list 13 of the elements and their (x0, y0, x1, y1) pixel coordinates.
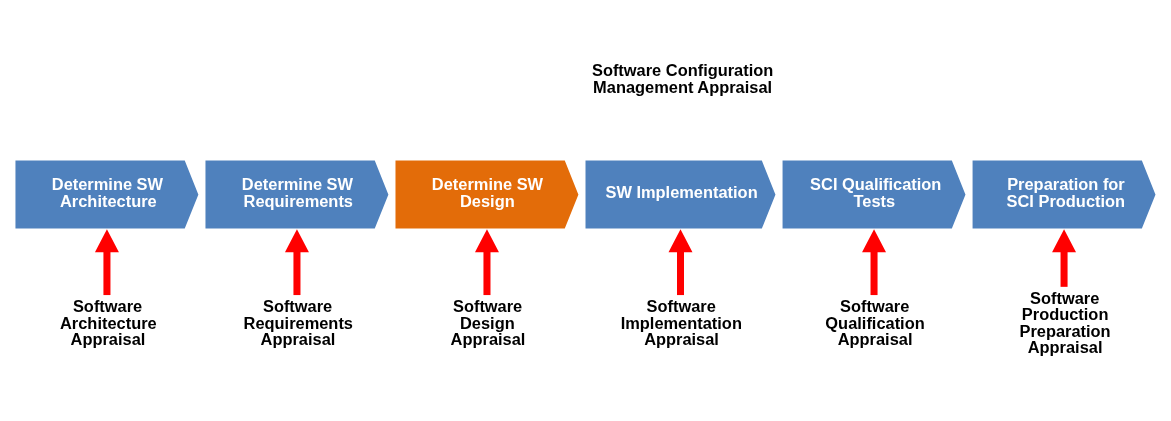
arrow (668, 228, 693, 295)
arrow (94, 228, 119, 295)
label: Software Configuration Management Appraisal (591, 60, 774, 96)
arrow (284, 228, 309, 295)
arrow (475, 228, 499, 295)
arrow (862, 228, 887, 295)
node-text: Software Implementation Appraisal (620, 296, 742, 348)
arrow (1052, 228, 1077, 287)
node-text: Software Design Appraisal (450, 296, 526, 348)
node-text: Software Production Preparation Appraisal (1019, 288, 1111, 356)
node-text: Software Requirements Appraisal (243, 296, 353, 348)
node-text: Software Architecture Appraisal (60, 296, 157, 348)
node-text: Software Qualification Appraisal (825, 296, 925, 348)
